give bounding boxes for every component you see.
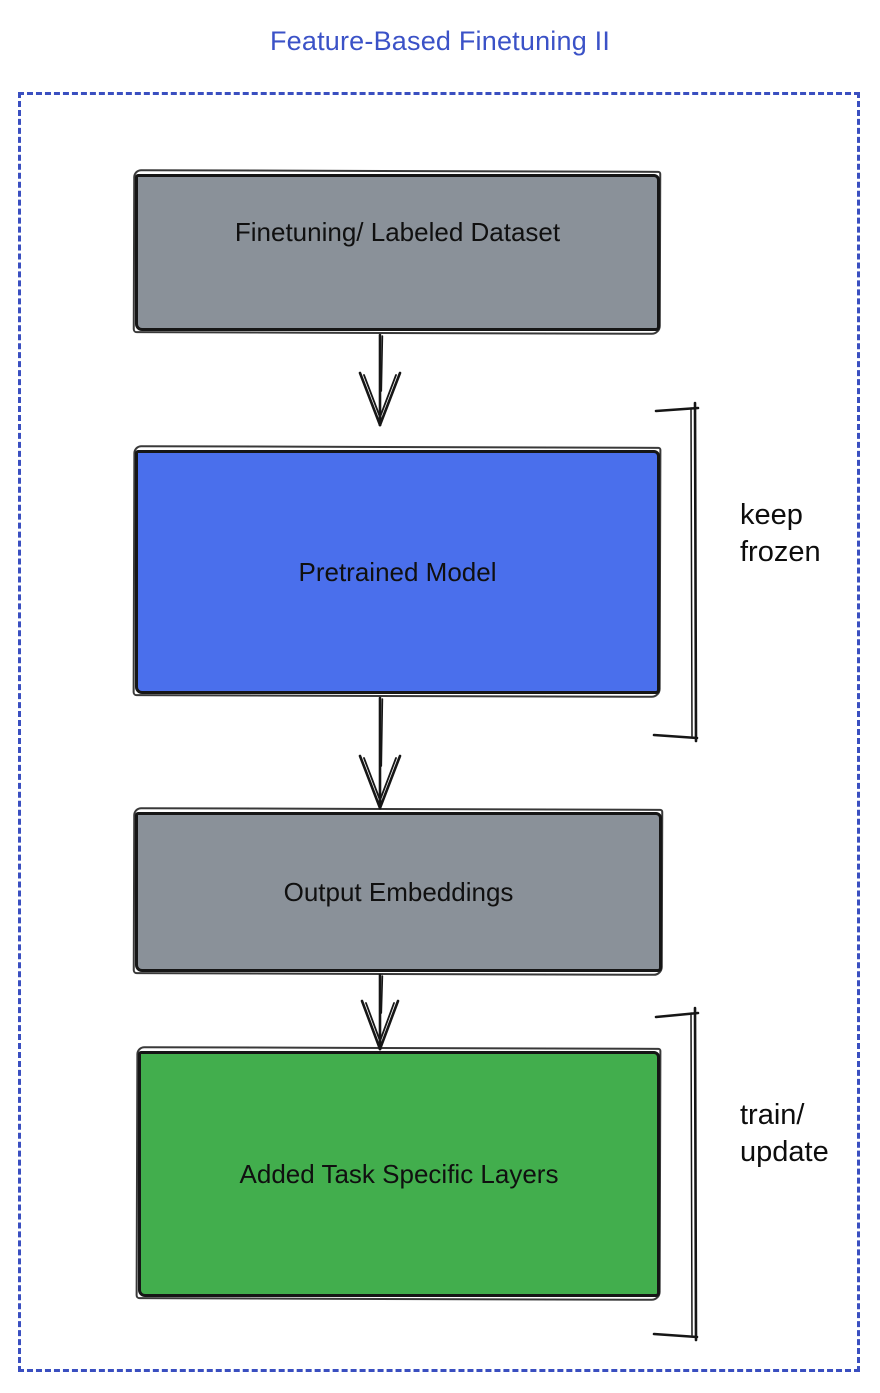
node-output-embeddings-label: Output Embeddings xyxy=(283,876,514,907)
diagram-title: Feature-Based Finetuning II xyxy=(269,26,611,56)
node-finetuning-dataset-label: Finetuning/ Labeled Dataset xyxy=(234,217,561,247)
annotation-train-update: train/ update xyxy=(740,1097,829,1171)
node-pretrained-model-label: Pretrained Model xyxy=(298,556,497,587)
bracket-train-update xyxy=(652,1006,700,1342)
flow-arrow-embeddings-to-layers xyxy=(360,973,400,1051)
node-finetuning-dataset: Finetuning/ Labeled Dataset xyxy=(135,174,660,331)
node-task-specific-layers-label: Added Task Specific Layers xyxy=(239,1158,559,1189)
annotation-keep-frozen: keep frozen xyxy=(740,497,821,571)
bracket-keep-frozen xyxy=(652,401,700,743)
annotation-keep-frozen-line1: keep xyxy=(740,499,803,531)
node-output-embeddings: Output Embeddings xyxy=(135,812,662,972)
node-task-specific-layers: Added Task Specific Layers xyxy=(138,1051,660,1297)
flow-arrow-model-to-embeddings xyxy=(358,696,402,810)
annotation-train-update-line1: train/ xyxy=(740,1099,805,1131)
flow-arrow-dataset-to-model xyxy=(358,333,402,427)
node-pretrained-model: Pretrained Model xyxy=(135,450,660,694)
annotation-keep-frozen-line2: frozen xyxy=(740,536,821,568)
dotted-frame xyxy=(18,92,860,1372)
annotation-train-update-line2: update xyxy=(740,1136,829,1168)
